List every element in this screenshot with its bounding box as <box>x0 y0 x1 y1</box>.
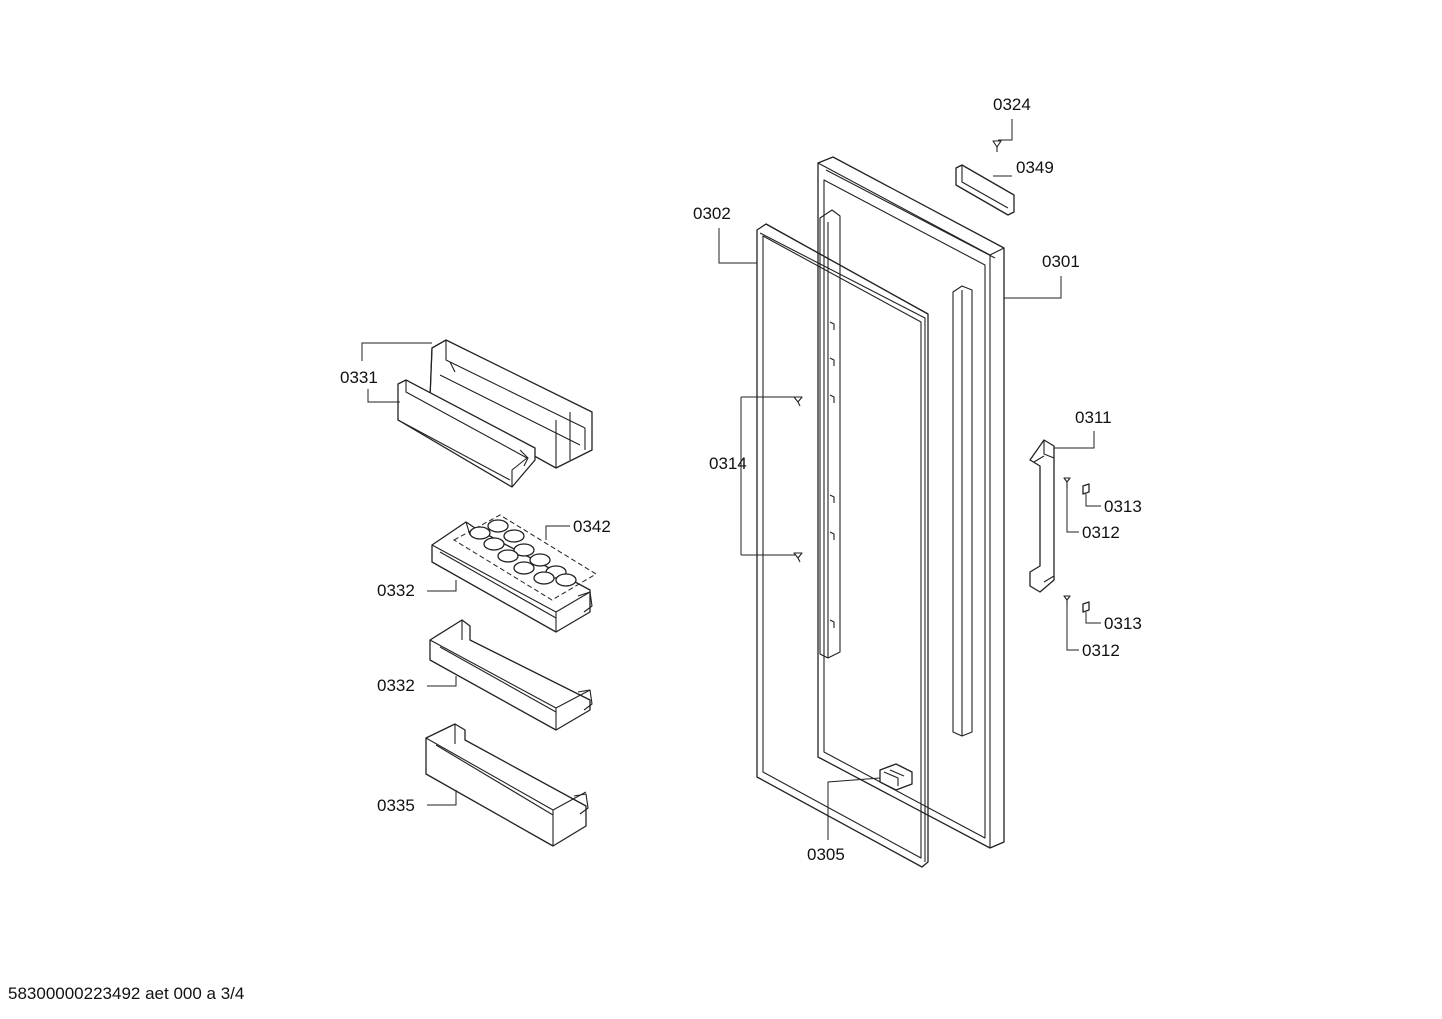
callout-0311: 0311 <box>1075 408 1112 427</box>
screw-0314-upper[interactable] <box>793 396 803 407</box>
egg-shelf-part[interactable] <box>431 521 593 633</box>
callout-0324: 0324 <box>993 95 1031 114</box>
cap-lower-0313[interactable] <box>1082 601 1090 613</box>
screw-lower-0312[interactable] <box>1063 595 1071 606</box>
callout-0313-upper: 0313 <box>1104 497 1142 516</box>
callout-0331: 0331 <box>340 368 378 387</box>
screw-0314-lower[interactable] <box>793 552 803 563</box>
door-handle-part[interactable] <box>1029 439 1055 593</box>
middle-shelf-part[interactable] <box>429 619 593 731</box>
callout-0335: 0335 <box>377 796 415 815</box>
screw-upper-0312[interactable] <box>1063 477 1071 488</box>
callout-0312-lower: 0312 <box>1082 641 1120 660</box>
document-reference: 58300000223492 aet 000 a 3/4 <box>8 984 244 1003</box>
callout-0313-lower: 0313 <box>1104 614 1142 633</box>
label-plate-part[interactable] <box>955 164 1015 216</box>
bottle-shelf-part[interactable] <box>425 723 589 847</box>
callout-0305: 0305 <box>807 845 845 864</box>
upper-shelf-part[interactable] <box>429 339 593 469</box>
callout-0332-lower: 0332 <box>377 676 415 695</box>
door-gasket-part[interactable] <box>756 223 929 868</box>
callout-0301: 0301 <box>1042 252 1080 271</box>
screw-part[interactable] <box>992 140 1002 152</box>
door-panel-part[interactable] <box>817 156 1005 849</box>
callout-0314: 0314 <box>709 454 747 473</box>
callout-0342: 0342 <box>573 517 611 536</box>
callout-0312-upper: 0312 <box>1082 523 1120 542</box>
shelf-lid-part[interactable] <box>397 379 536 488</box>
leader-lines <box>361 119 1101 840</box>
egg-tray-part[interactable] <box>453 514 597 601</box>
cap-upper-0313[interactable] <box>1082 483 1090 495</box>
callout-0332-upper: 0332 <box>377 581 415 600</box>
callout-0349: 0349 <box>1016 158 1054 177</box>
callout-0302: 0302 <box>693 204 731 223</box>
